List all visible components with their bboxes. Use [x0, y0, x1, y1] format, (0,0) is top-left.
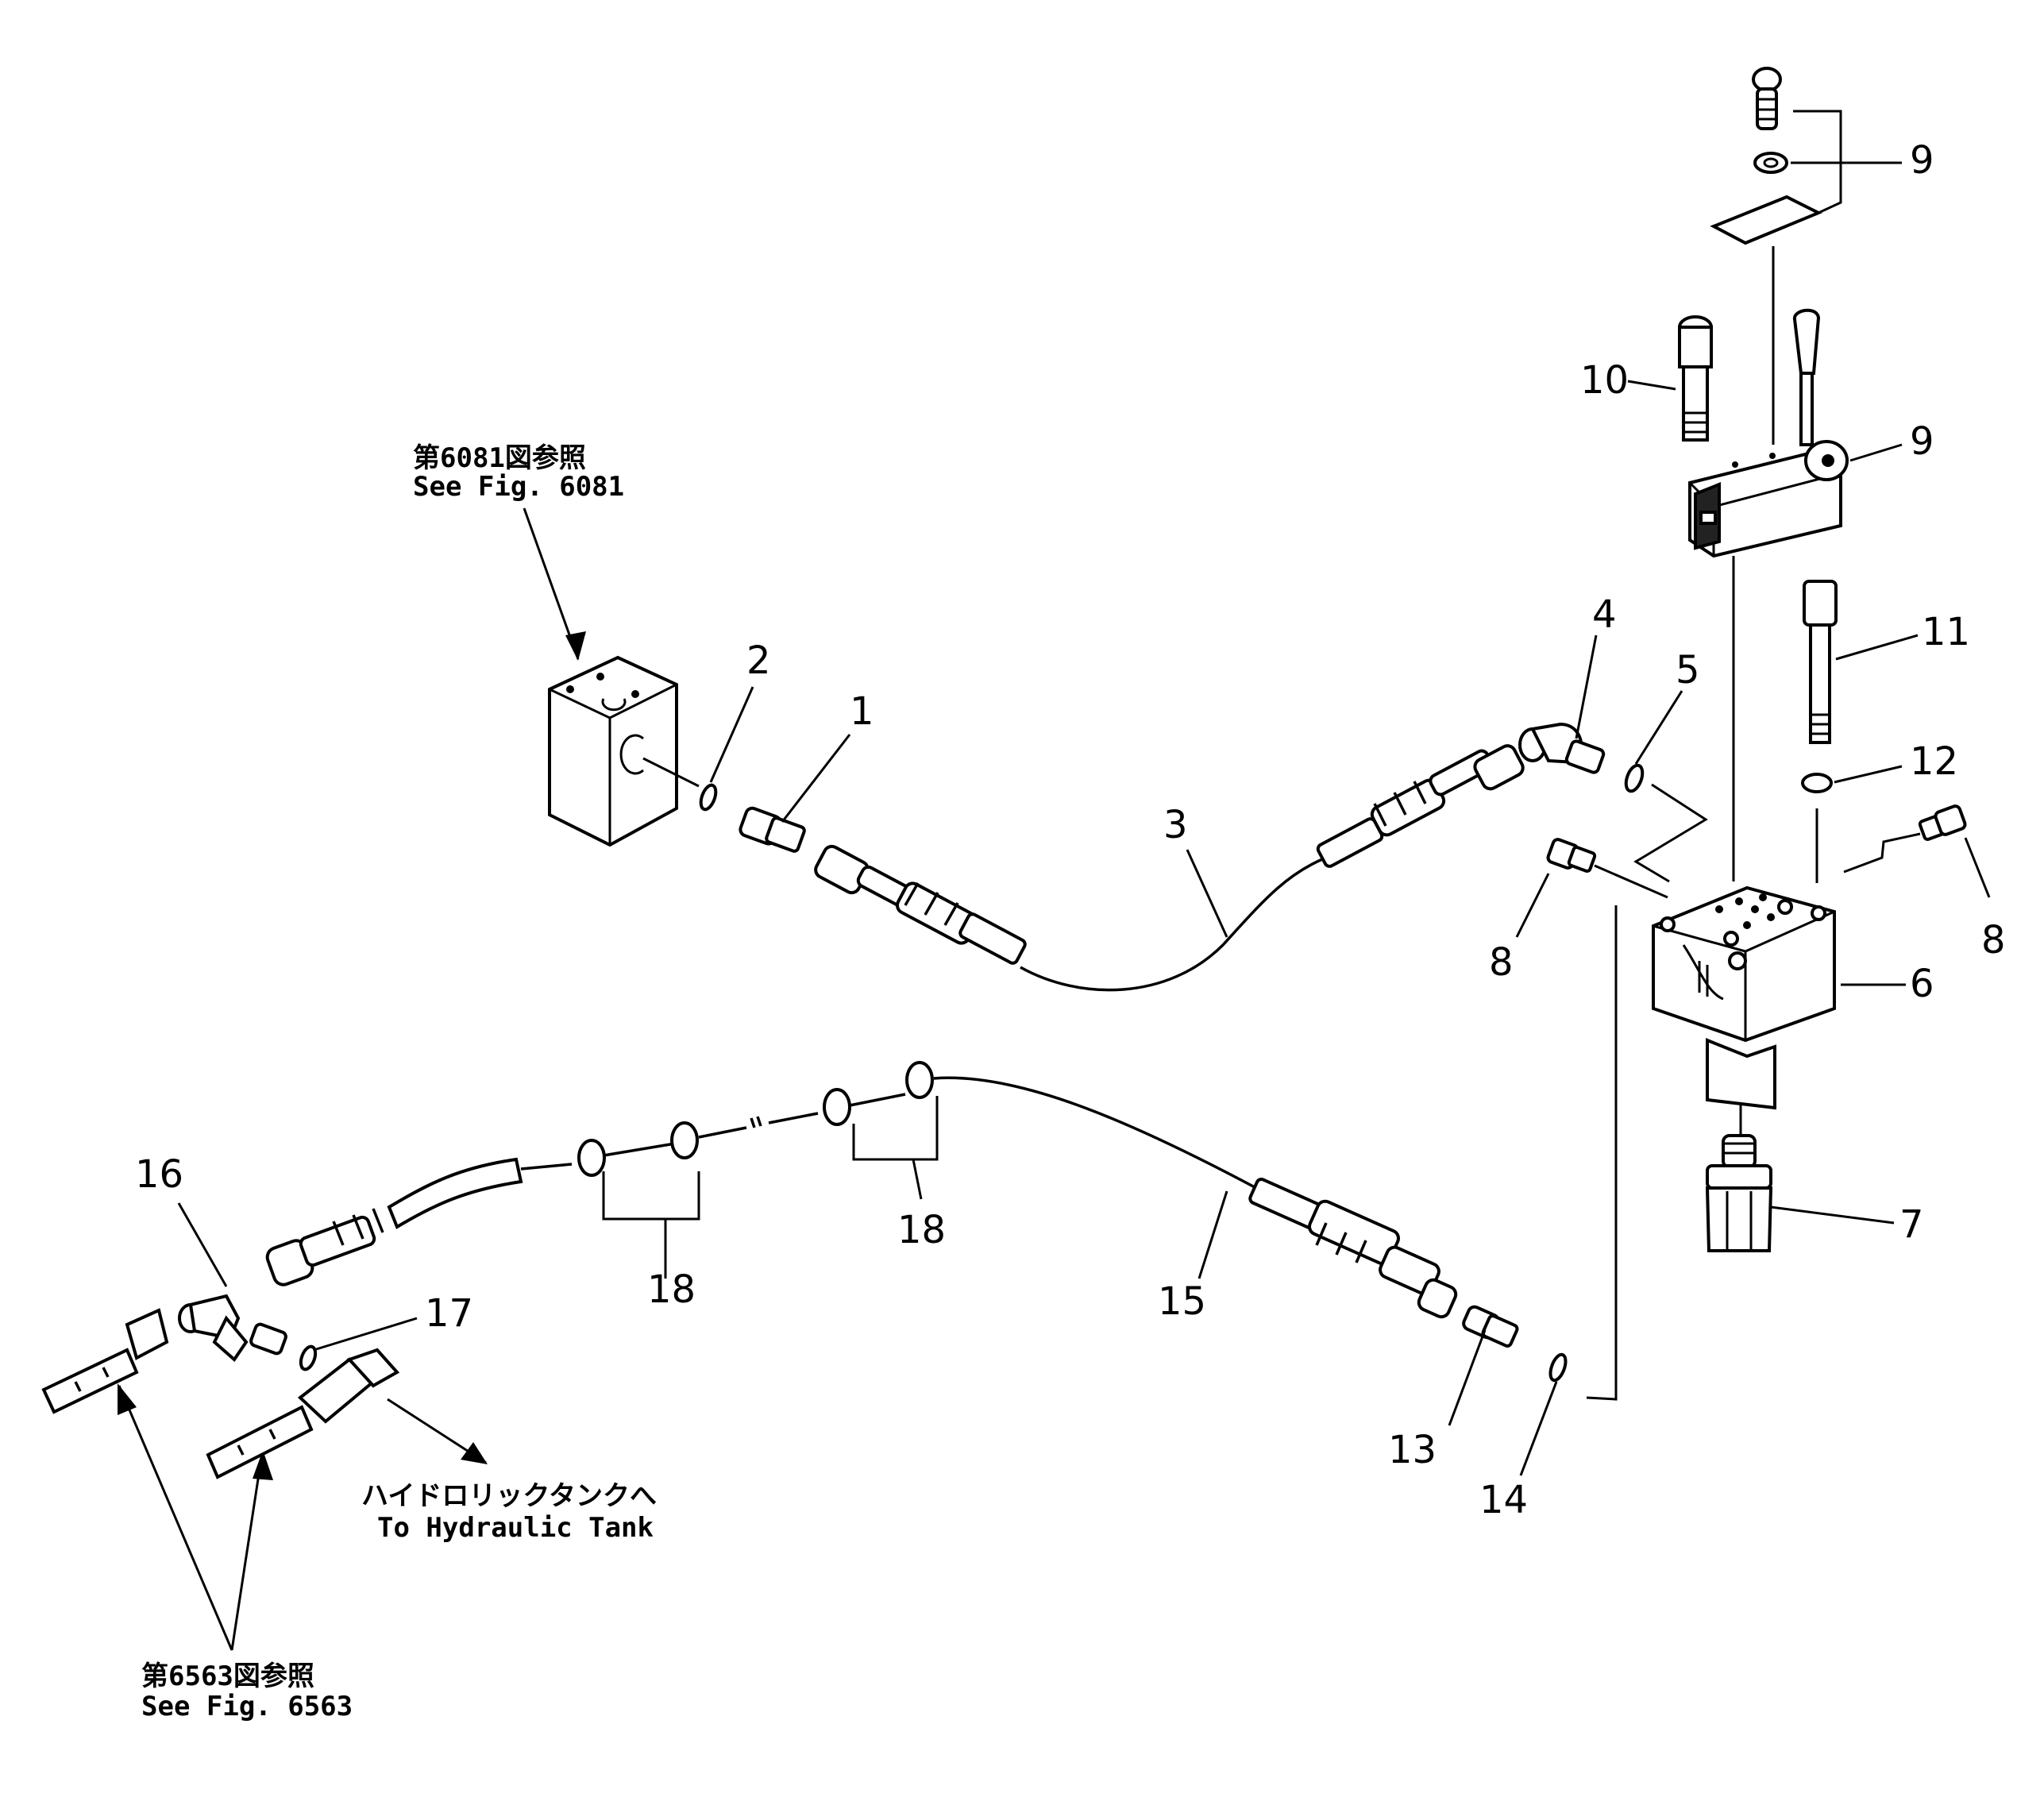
callout-12: 12 [1910, 739, 1958, 784]
bolt-11 [1803, 580, 1838, 744]
assembly-line-14 [1586, 905, 1618, 1401]
adapter-13 [1462, 1305, 1519, 1348]
callout-8-left: 8 [1489, 940, 1514, 985]
leader-fig6081 [523, 507, 580, 660]
assembly-line-5 [1633, 783, 1708, 883]
note-fig6563-en: See Fig. 6563 [141, 1691, 353, 1722]
callout-2: 2 [746, 638, 771, 683]
arrowhead-tank [461, 1442, 488, 1464]
hose-3 [814, 744, 1525, 992]
callout-1: 1 [850, 689, 874, 734]
tee-16 [178, 1294, 287, 1362]
arrowhead-fig6563-a [118, 1383, 137, 1415]
callout-5: 5 [1676, 648, 1700, 692]
clamp-18a [577, 1139, 606, 1177]
clamp-18c [823, 1088, 851, 1126]
selector-valve-9 [1688, 308, 1849, 558]
callout-7: 7 [1899, 1202, 1924, 1247]
adapter-1 [739, 806, 806, 853]
leader-lines [177, 161, 1991, 1476]
callout-13: 13 [1388, 1428, 1437, 1472]
valve-block-6081 [548, 655, 700, 847]
o-ring-17 [299, 1344, 318, 1371]
callout-10: 10 [1580, 358, 1629, 403]
callout-4: 4 [1592, 592, 1617, 637]
cover-plate [1710, 195, 1822, 245]
bracket-9 [1793, 110, 1842, 214]
assembly-line-8-right [1843, 832, 1921, 874]
o-ring-5 [1624, 763, 1645, 793]
callout-17: 17 [425, 1291, 473, 1336]
bolt-10 [1678, 315, 1713, 442]
washer-12 [1801, 773, 1833, 793]
callout-11: 11 [1922, 610, 1970, 654]
leader-fig6563 [118, 1385, 264, 1651]
callout-labels: 1 2 3 4 5 6 7 8 8 9 9 10 11 12 13 14 15 … [135, 138, 2006, 1522]
hose-15 [265, 1061, 1458, 1319]
assembly-line-8-left [1594, 864, 1668, 899]
callout-18-right: 18 [897, 1208, 946, 1252]
note-fig6081-en: See Fig. 6081 [413, 471, 624, 503]
bolt-top [1752, 67, 1782, 130]
callout-16: 16 [135, 1152, 183, 1197]
elbow-4 [1518, 722, 1606, 774]
manifold-block-6 [1652, 885, 1836, 1043]
callout-9-valve: 9 [1910, 419, 1934, 464]
note-tank-jp: ハイドロリックタンクへ [361, 1480, 657, 1512]
relief-valve-7 [1705, 1134, 1773, 1252]
hose-to-tank [206, 1348, 400, 1479]
callout-14: 14 [1479, 1478, 1528, 1522]
callout-8-right: 8 [1981, 918, 2006, 962]
note-fig6081-jp: 第6081図参照 [413, 442, 586, 474]
note-tank-en: To Hydraulic Tank [377, 1512, 654, 1544]
callout-6: 6 [1910, 962, 1934, 1006]
callout-9-top: 9 [1910, 138, 1934, 183]
clamp-18d [905, 1061, 934, 1099]
callout-18-left: 18 [647, 1267, 696, 1312]
manifold-lower [1706, 1038, 1776, 1110]
callout-3: 3 [1163, 803, 1188, 847]
plug-8-left [1546, 838, 1597, 873]
arrowhead-fig6563-b [253, 1450, 273, 1480]
note-fig6563-jp: 第6563図参照 [141, 1660, 314, 1692]
hose-fig6563 [41, 1308, 169, 1414]
o-ring-14 [1548, 1352, 1568, 1383]
arrowhead-fig6081 [565, 631, 586, 661]
o-ring-2 [699, 783, 718, 812]
callout-15: 15 [1158, 1279, 1206, 1324]
plug-8-right [1918, 804, 1967, 841]
clamp-18b [670, 1121, 699, 1159]
